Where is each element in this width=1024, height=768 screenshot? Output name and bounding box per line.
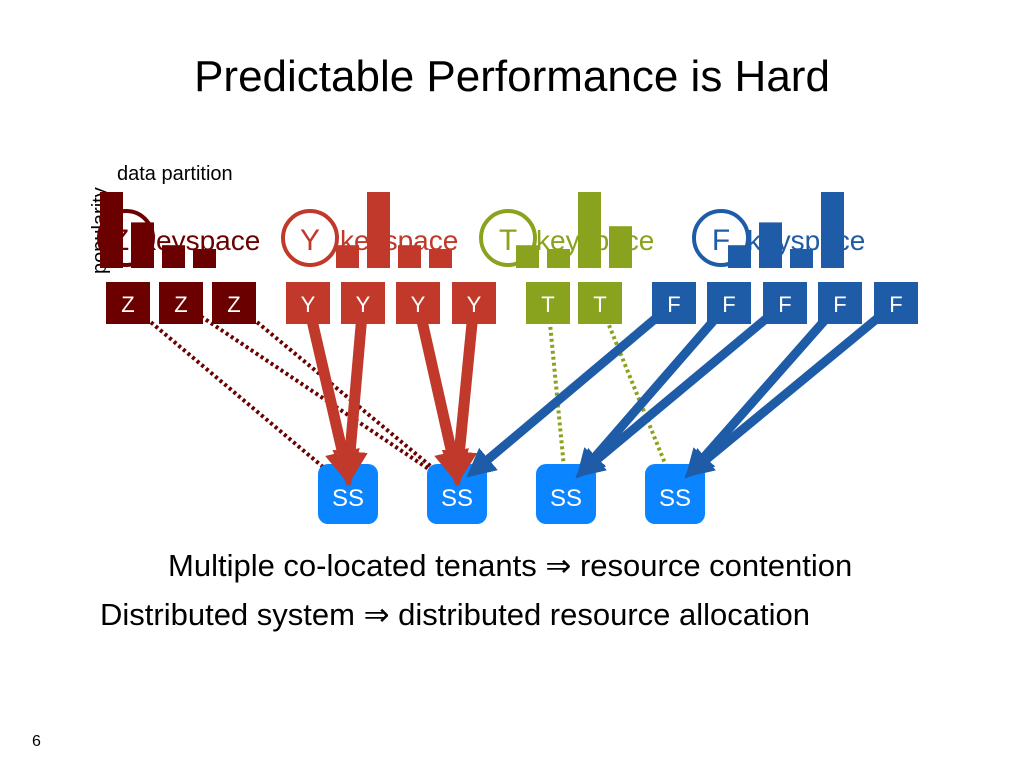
tenant-t-keyspace: Tkeyspace <box>479 192 654 268</box>
popularity-bar <box>728 245 751 268</box>
popularity-bar <box>790 249 813 268</box>
partition-link <box>575 299 788 478</box>
partition-link <box>466 299 677 478</box>
partition-box-z: Z <box>106 282 150 324</box>
partition-link <box>302 301 360 487</box>
popularity-bar <box>516 245 539 268</box>
partition-box-f: F <box>763 282 807 324</box>
partition-label: Y <box>301 292 316 317</box>
tenant-t-circle <box>479 209 537 267</box>
popularity-bar <box>367 192 390 268</box>
popularity-bar <box>100 192 123 268</box>
partition-box-t: T <box>526 282 570 324</box>
popularity-bar <box>131 222 154 268</box>
popularity-bar <box>759 222 782 268</box>
connections <box>126 299 899 490</box>
tenant-letter: Y <box>300 224 320 257</box>
tenant-z-keyspace: Zkeyspace <box>97 192 260 268</box>
partition-box-y: Y <box>452 282 496 324</box>
arrow-tip <box>441 449 477 487</box>
partition-label: Z <box>227 292 240 317</box>
partition-link <box>332 302 369 487</box>
popularity-bar <box>162 245 185 268</box>
partition-link <box>179 301 459 490</box>
tenant-f-circle <box>692 209 750 267</box>
partition-box-f: F <box>707 282 751 324</box>
server-label: SS <box>441 485 473 512</box>
partition-label: F <box>778 292 791 317</box>
partition-box-y: Y <box>286 282 330 324</box>
arrow-tip <box>684 448 716 478</box>
popularity-bar <box>547 249 570 268</box>
arrow-tip <box>575 448 607 478</box>
partition-label: F <box>889 292 902 317</box>
page-number: 6 <box>32 733 41 750</box>
popularity-bar <box>578 192 601 268</box>
partition-box-f: F <box>818 282 862 324</box>
partition-box-t: T <box>578 282 622 324</box>
partition-label: T <box>541 292 554 317</box>
partition-box-y: Y <box>341 282 385 324</box>
axis-label-data-partition: data partition <box>117 163 233 185</box>
popularity-bar <box>336 245 359 268</box>
partition-box-z: Z <box>212 282 256 324</box>
partition-box-y: Y <box>396 282 440 324</box>
statement-distributed: Distributed system ⇒ distributed resourc… <box>100 597 811 632</box>
tenant-letter: F <box>712 224 730 257</box>
partition-label: Z <box>121 292 134 317</box>
partition-label: Y <box>467 292 482 317</box>
storage-server: SS <box>645 464 705 524</box>
popularity-bar <box>609 226 632 268</box>
server-label: SS <box>332 485 364 512</box>
slide-title: Predictable Performance is Hard <box>194 52 830 101</box>
partition-box-f: F <box>652 282 696 324</box>
popularity-bar <box>429 249 452 268</box>
statement-contention: Multiple co-located tenants ⇒ resource c… <box>168 548 853 583</box>
partition-link <box>684 299 899 478</box>
arrow-tip <box>466 448 498 478</box>
arrow-tips <box>325 447 716 487</box>
server-label: SS <box>659 485 691 512</box>
server-label: SS <box>550 485 582 512</box>
partition-box-z: Z <box>159 282 203 324</box>
partition-link <box>232 301 459 490</box>
partition-label: T <box>593 292 606 317</box>
partition-link <box>412 301 469 487</box>
partition-label: F <box>722 292 735 317</box>
popularity-bar <box>398 245 421 268</box>
arrow-tip <box>332 449 368 487</box>
partition-label: Y <box>356 292 371 317</box>
storage-server: SS <box>536 464 596 524</box>
partition-box-f: F <box>874 282 918 324</box>
partition-label: Z <box>174 292 187 317</box>
partition-link <box>576 300 733 479</box>
popularity-bar <box>821 192 844 268</box>
tenant-y-circle <box>281 209 339 267</box>
partition-label: F <box>833 292 846 317</box>
partition-link <box>441 302 480 487</box>
partition-link <box>685 300 844 479</box>
tenant-letter: T <box>499 224 517 257</box>
partition-label: F <box>667 292 680 317</box>
partition-label: Y <box>411 292 426 317</box>
popularity-bar <box>193 249 216 268</box>
